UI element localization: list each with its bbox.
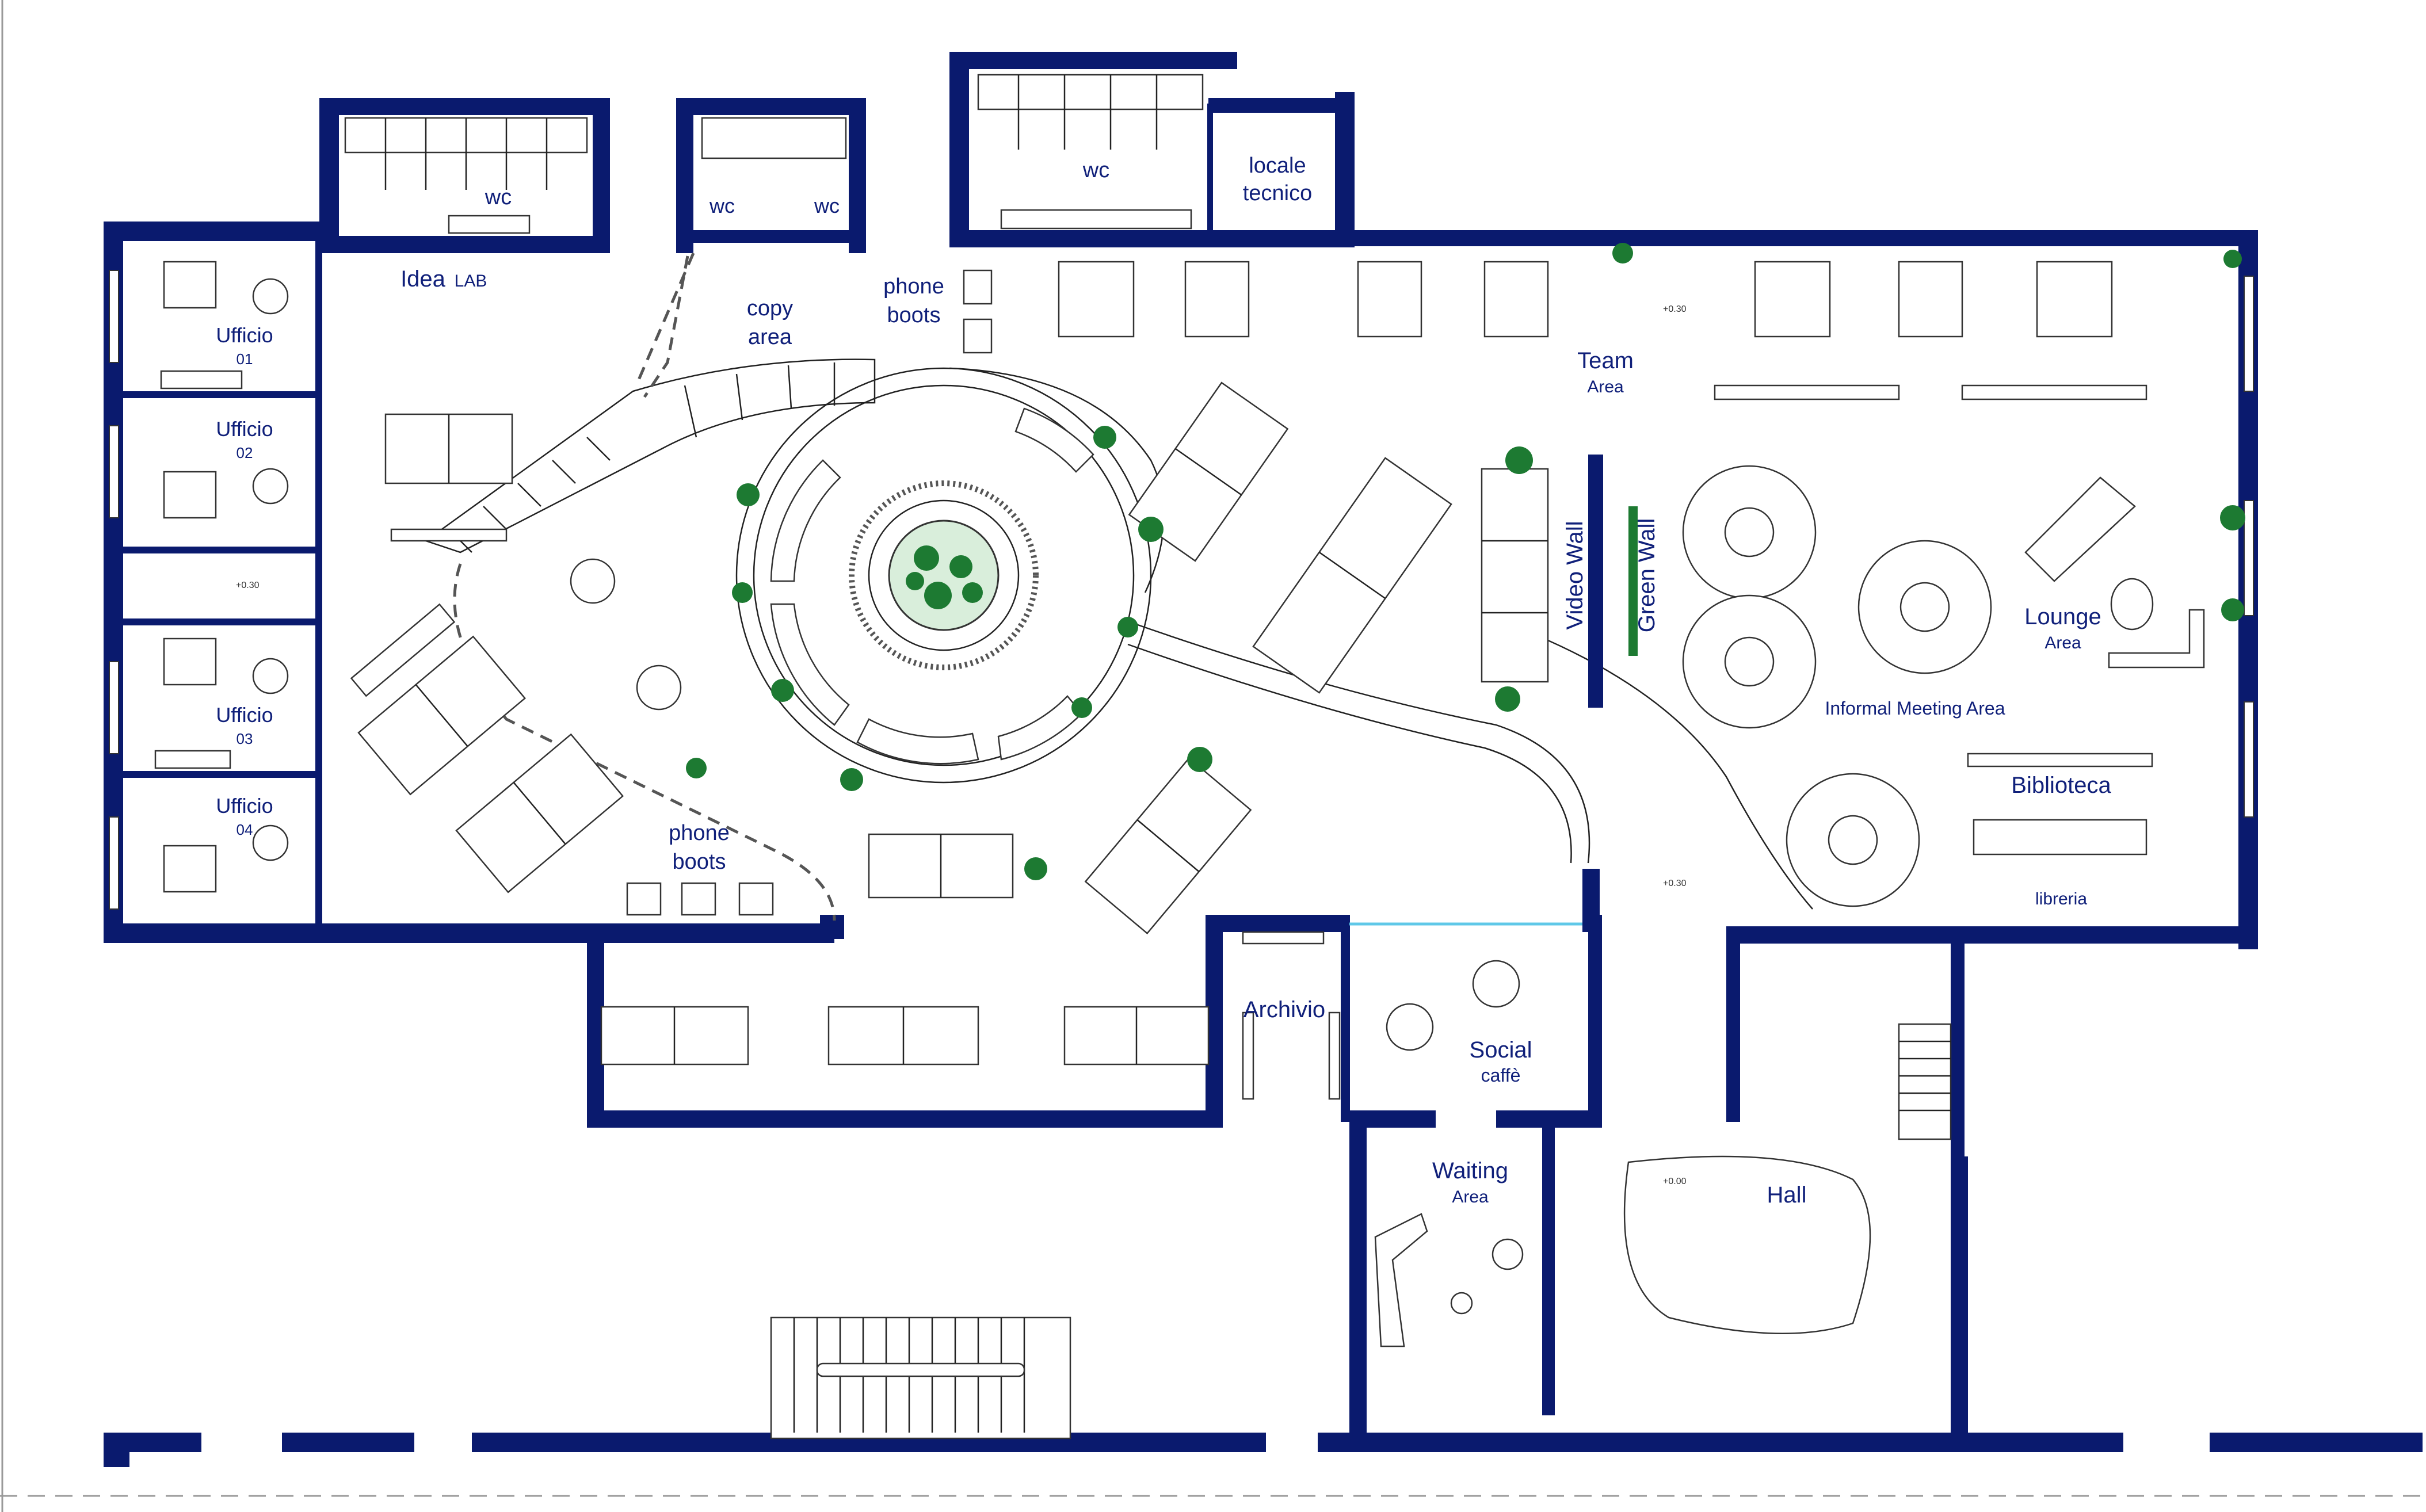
- round-tables: [570, 465, 1992, 1315]
- wall-archivio-east: [1341, 915, 1350, 1122]
- wall-wc-right-north: [949, 52, 1237, 69]
- wall-hall-east: [1951, 1156, 1968, 1444]
- label-phone-top-1: phone: [883, 274, 944, 299]
- wall-wc-right-div: [1207, 104, 1213, 247]
- label-team: Team: [1577, 348, 1634, 373]
- wall-meeting-south: [587, 1110, 1214, 1128]
- green-wall-strip: [1628, 506, 1638, 656]
- label-libreria: libreria: [2035, 889, 2087, 908]
- wall-wc-right-west: [949, 52, 969, 247]
- wall-south-left: [104, 923, 834, 943]
- wall-south-seg-1: [104, 1433, 201, 1452]
- label-wc-right: wc: [1082, 158, 1109, 182]
- wall-wc-left-east: [593, 98, 610, 253]
- video-wall-panel: [1588, 455, 1603, 708]
- label-ufficio-02-num: 02: [237, 444, 253, 461]
- wall-south-seg-4: [1318, 1433, 2123, 1452]
- wall-north-offices: [104, 222, 322, 241]
- wall-office-div-3: [123, 618, 319, 625]
- label-team-area: Area: [1587, 377, 1624, 396]
- plants: [686, 243, 2245, 880]
- label-idea: Idea: [400, 266, 446, 292]
- label-ufficio-04-num: 04: [237, 821, 253, 838]
- label-lounge: Lounge: [2024, 604, 2101, 629]
- wall-wc-mid-east: [849, 98, 866, 253]
- label-informal-meeting: Informal Meeting Area: [1825, 698, 2005, 719]
- wall-wc-mid-north: [676, 98, 860, 115]
- wall-office-div-2: [123, 547, 319, 553]
- label-locale-1: locale: [1249, 154, 1306, 178]
- room-labels: wc wc wc wc locale tecnico Idea LAB copy…: [216, 154, 2111, 1208]
- windows: [109, 270, 2254, 910]
- pillar-1: [820, 915, 844, 939]
- wall-north-right: [1335, 230, 2256, 246]
- label-social: Social: [1470, 1037, 1532, 1063]
- wall-wc-mid-west: [676, 98, 693, 253]
- stairs: [424, 253, 1952, 1440]
- wall-archivio-south: [1349, 1110, 1436, 1128]
- label-waiting-area: Area: [1452, 1188, 1489, 1206]
- wc-fixtures: [344, 74, 1204, 234]
- label-phone-top-2: boots: [887, 303, 941, 327]
- wall-waiting-west: [1349, 1128, 1367, 1438]
- wall-office-east: [315, 241, 322, 923]
- wall-south-seg-2: [282, 1433, 414, 1452]
- level-marker-1: +0.30: [236, 581, 260, 590]
- wall-tecnico-north: [1208, 98, 1355, 113]
- wall-south-right: [1732, 926, 2258, 944]
- wall-stairs-right: [1951, 926, 1965, 1156]
- label-ufficio-02: Ufficio: [216, 417, 273, 441]
- label-ufficio-01-num: 01: [237, 350, 253, 368]
- wall-hall-divider: [1726, 926, 1740, 1122]
- label-locale-2: tecnico: [1243, 181, 1312, 205]
- label-phone-bottom-1: phone: [669, 821, 730, 845]
- label-ufficio-01: Ufficio: [216, 323, 273, 347]
- label-lab: LAB: [455, 272, 487, 291]
- wall-wc-left-west: [319, 98, 339, 253]
- level-marker-5: +0.00: [1663, 1177, 1687, 1186]
- label-copy-1: copy: [747, 296, 793, 320]
- label-copy-2: area: [748, 325, 792, 349]
- offices-furniture: [154, 261, 289, 893]
- label-wc-mid-1: wc: [709, 194, 735, 217]
- lounge-hall: [1374, 476, 2205, 1347]
- label-ufficio-03: Ufficio: [216, 703, 273, 727]
- label-wc-left: wc: [485, 185, 512, 209]
- wall-wc-right-south: [949, 230, 1355, 247]
- wall-tecnico-east: [1335, 92, 1355, 247]
- wall-office-div-4: [123, 771, 319, 778]
- wall-social-south: [1496, 1110, 1600, 1128]
- label-biblioteca: Biblioteca: [2011, 773, 2111, 798]
- label-video-wall: Video Wall: [1562, 521, 1588, 630]
- wall-archivio-north: [1206, 915, 1349, 932]
- wall-waiting-east: [1542, 1128, 1555, 1415]
- label-wc-mid-2: wc: [814, 194, 840, 217]
- wall-wc-left-north: [319, 98, 607, 115]
- level-marker-3: +0.30: [1663, 879, 1687, 888]
- label-green-wall: Green Wall: [1634, 518, 1660, 633]
- wall-wc-left-south: [319, 236, 610, 253]
- walls: [104, 52, 2423, 1467]
- label-phone-bottom-2: boots: [673, 850, 726, 874]
- desks: [350, 261, 2153, 1100]
- wall-wc-mid-south: [676, 230, 866, 243]
- central-rotunda: [735, 367, 1813, 910]
- label-ufficio-04: Ufficio: [216, 794, 273, 818]
- wall-office-div-1: [123, 391, 319, 398]
- label-lounge-area: Area: [2044, 633, 2081, 652]
- label-archivio: Archivio: [1243, 997, 1325, 1022]
- label-waiting: Waiting: [1432, 1158, 1508, 1183]
- wall-social-east: [1588, 915, 1602, 1128]
- label-ufficio-03-num: 03: [237, 730, 253, 747]
- wall-south-seg-5: [2210, 1433, 2423, 1452]
- label-caffe: caffè: [1481, 1065, 1521, 1086]
- level-marker-2: +0.30: [1663, 304, 1687, 314]
- label-hall: Hall: [1767, 1182, 1807, 1208]
